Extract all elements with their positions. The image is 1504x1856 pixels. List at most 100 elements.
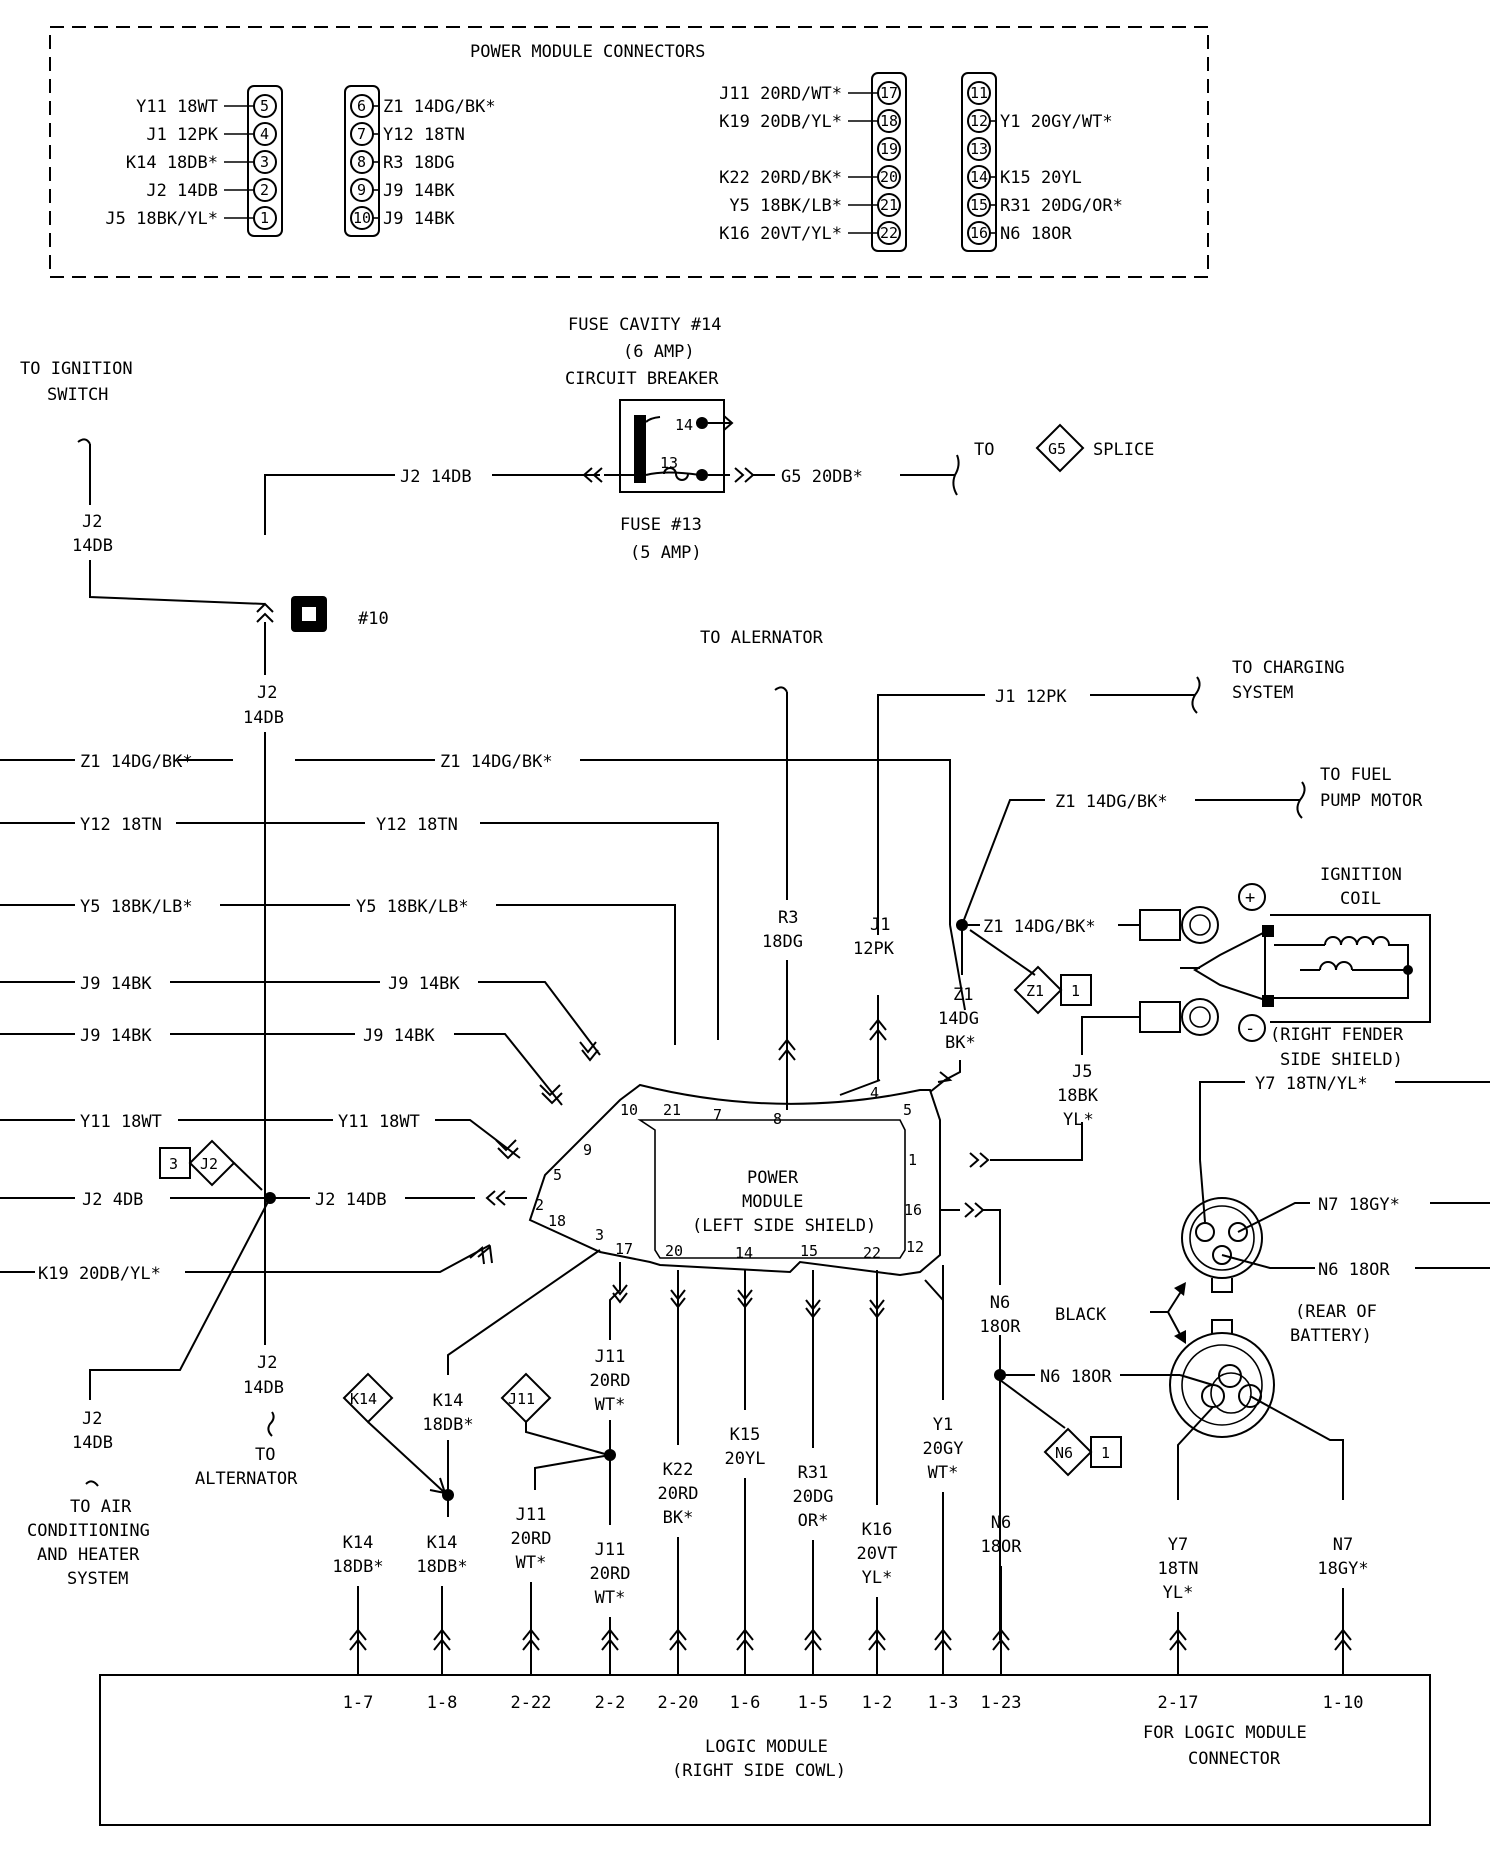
lm-conn-1: FOR LOGIC MODULE <box>1143 1723 1307 1743</box>
left-y11-a: Y11 18WT <box>80 1112 162 1132</box>
z1-down-2: 14DG <box>938 1009 979 1029</box>
rear-batt-1: (REAR OF <box>1295 1302 1377 1322</box>
fuse-bus-bar <box>634 415 646 483</box>
connector-pin <box>967 137 991 161</box>
left-harness: Z1 14DG/BK* Z1 14DG/BK* Y12 18TN Y12 18T… <box>0 752 966 1284</box>
logic-wire-label: 18TN <box>1158 1559 1199 1579</box>
power-module-pin: 9 <box>583 1141 592 1159</box>
logic-terminal-label: 1-7 <box>343 1693 374 1713</box>
connector-wire-label: K15 20YL <box>1000 168 1082 188</box>
splice-n6-number: 1 <box>1101 1444 1110 1462</box>
r3-label: R3 <box>778 908 798 928</box>
circuit-breaker-label: CIRCUIT BREAKER <box>565 369 719 389</box>
connector-wire-label: Y1 20GY/WT* <box>1000 112 1113 132</box>
connectors-title: POWER MODULE CONNECTORS <box>470 42 705 62</box>
lm-label-2: (RIGHT SIDE COWL) <box>672 1761 846 1781</box>
power-module-pin: 16 <box>904 1201 922 1219</box>
to-charging-2: SYSTEM <box>1232 683 1293 703</box>
left-y5-b: Y5 18BK/LB* <box>356 897 469 917</box>
logic-wire-label: YL* <box>1163 1583 1194 1603</box>
logic-wire-label: N6 <box>991 1513 1011 1533</box>
j2-gauge-c: 14DB <box>243 1378 284 1398</box>
connector-wire-label: J2 14DB <box>146 181 218 201</box>
splice-label: SPLICE <box>1093 440 1154 460</box>
pin-number: 3 <box>260 153 269 171</box>
k14-upper-label: K14 <box>433 1391 464 1411</box>
lm-label-1: LOGIC MODULE <box>705 1737 828 1757</box>
z1-down-1: Z1 <box>953 985 973 1005</box>
logic-wire-label: K15 <box>730 1425 761 1445</box>
logic-terminal-label: 1-6 <box>730 1693 761 1713</box>
connector-wire-label: R31 20DG/OR* <box>1000 196 1123 216</box>
logic-wire-label: 20GY <box>923 1439 964 1459</box>
connector-pin <box>877 137 901 161</box>
j11-upper-label: J11 <box>595 1347 626 1367</box>
ign-note-2: SIDE SHIELD) <box>1280 1050 1403 1070</box>
connector-top-icon <box>1181 1197 1263 1279</box>
splice-j2-number: 3 <box>169 1155 178 1173</box>
pin-number: 4 <box>260 125 269 143</box>
logic-terminal-label: 1-5 <box>798 1693 829 1713</box>
j2-gauge-b: 14DB <box>243 708 284 728</box>
logic-terminal-label: 2-2 <box>595 1693 626 1713</box>
logic-wire-label: 18GY* <box>1317 1559 1368 1579</box>
logic-wire-label: WT* <box>516 1553 547 1573</box>
k14-upper-gauge: 18DB* <box>422 1415 473 1435</box>
pin-number: 16 <box>970 224 988 242</box>
j2-gauge-d: 14DB <box>72 1433 113 1453</box>
logic-terminal-label: 1-23 <box>981 1693 1022 1713</box>
logic-wire-label: K14 <box>343 1533 374 1553</box>
power-module-pin: 1 <box>908 1151 917 1169</box>
to-fuel-1: TO FUEL <box>1320 765 1392 785</box>
r3-gauge: 18DG <box>762 932 803 952</box>
j2-label-d: J2 <box>82 1409 102 1429</box>
logic-module-box <box>99 1674 1431 1826</box>
logic-wire-label: 20RD <box>590 1564 631 1584</box>
connector-wire-label: N6 18OR <box>1000 224 1072 244</box>
logic-wire-label: BK* <box>663 1508 694 1528</box>
left-y12-b: Y12 18TN <box>376 815 458 835</box>
connector-wire-label: J11 20RD/WT* <box>719 84 842 104</box>
logic-wire-label: WT* <box>928 1463 959 1483</box>
to-air-2: CONDITIONING <box>27 1521 150 1541</box>
left-y12-a: Y12 18TN <box>80 815 162 835</box>
ign-coil-1: IGNITION <box>1320 865 1402 885</box>
pin-number: 8 <box>357 153 366 171</box>
to-fuel-2: PUMP MOTOR <box>1320 791 1423 811</box>
connector-wire-label: J1 12PK <box>146 125 218 145</box>
coil-minus: - <box>1245 1019 1255 1039</box>
pin-number: 10 <box>353 209 371 227</box>
logic-terminal-label: 1-8 <box>427 1693 458 1713</box>
fuse-cavity-box <box>619 399 725 493</box>
pin-number: 9 <box>357 181 366 199</box>
coil-minus-icon <box>1238 1014 1266 1042</box>
n7-right: N7 18GY* <box>1318 1195 1400 1215</box>
left-j9-d: J9 14BK <box>363 1026 435 1046</box>
pin-number: 7 <box>357 125 366 143</box>
fuse-cavity-amp: (6 AMP) <box>623 342 695 362</box>
pin-number: 17 <box>880 84 898 102</box>
connector-wire-label: Y11 18WT <box>136 97 218 117</box>
connector-wire-label: Y5 18BK/LB* <box>729 196 842 216</box>
splice-n6-id: N6 <box>1055 1444 1073 1462</box>
wire-j2-14db-top: J2 14DB <box>400 467 472 487</box>
left-k19: K19 20DB/YL* <box>38 1264 161 1284</box>
j2-label-a: J2 <box>82 512 102 532</box>
to-alernator: TO ALERNATOR <box>700 628 824 648</box>
to-ignition-label: TO IGNITION <box>20 359 133 379</box>
splice-k14-diamond <box>342 1372 394 1424</box>
pm-label-2: MODULE <box>742 1192 803 1212</box>
ign-coil-2: COIL <box>1340 889 1381 909</box>
connector-bottom-icon <box>1169 1332 1275 1438</box>
logic-wire-label: 20VT <box>857 1544 898 1564</box>
connector-pin <box>967 81 991 105</box>
to-alternator-label: ALTERNATOR <box>195 1469 298 1489</box>
j11-upper-gauge: 20RD <box>590 1371 631 1391</box>
connector-wire-label: J9 14BK <box>383 181 455 201</box>
splice-j11-id: J11 <box>508 1390 535 1408</box>
logic-wire-label: WT* <box>595 1588 626 1608</box>
connector-wire-label: Y12 18TN <box>383 125 465 145</box>
j5-label: J5 <box>1072 1062 1092 1082</box>
